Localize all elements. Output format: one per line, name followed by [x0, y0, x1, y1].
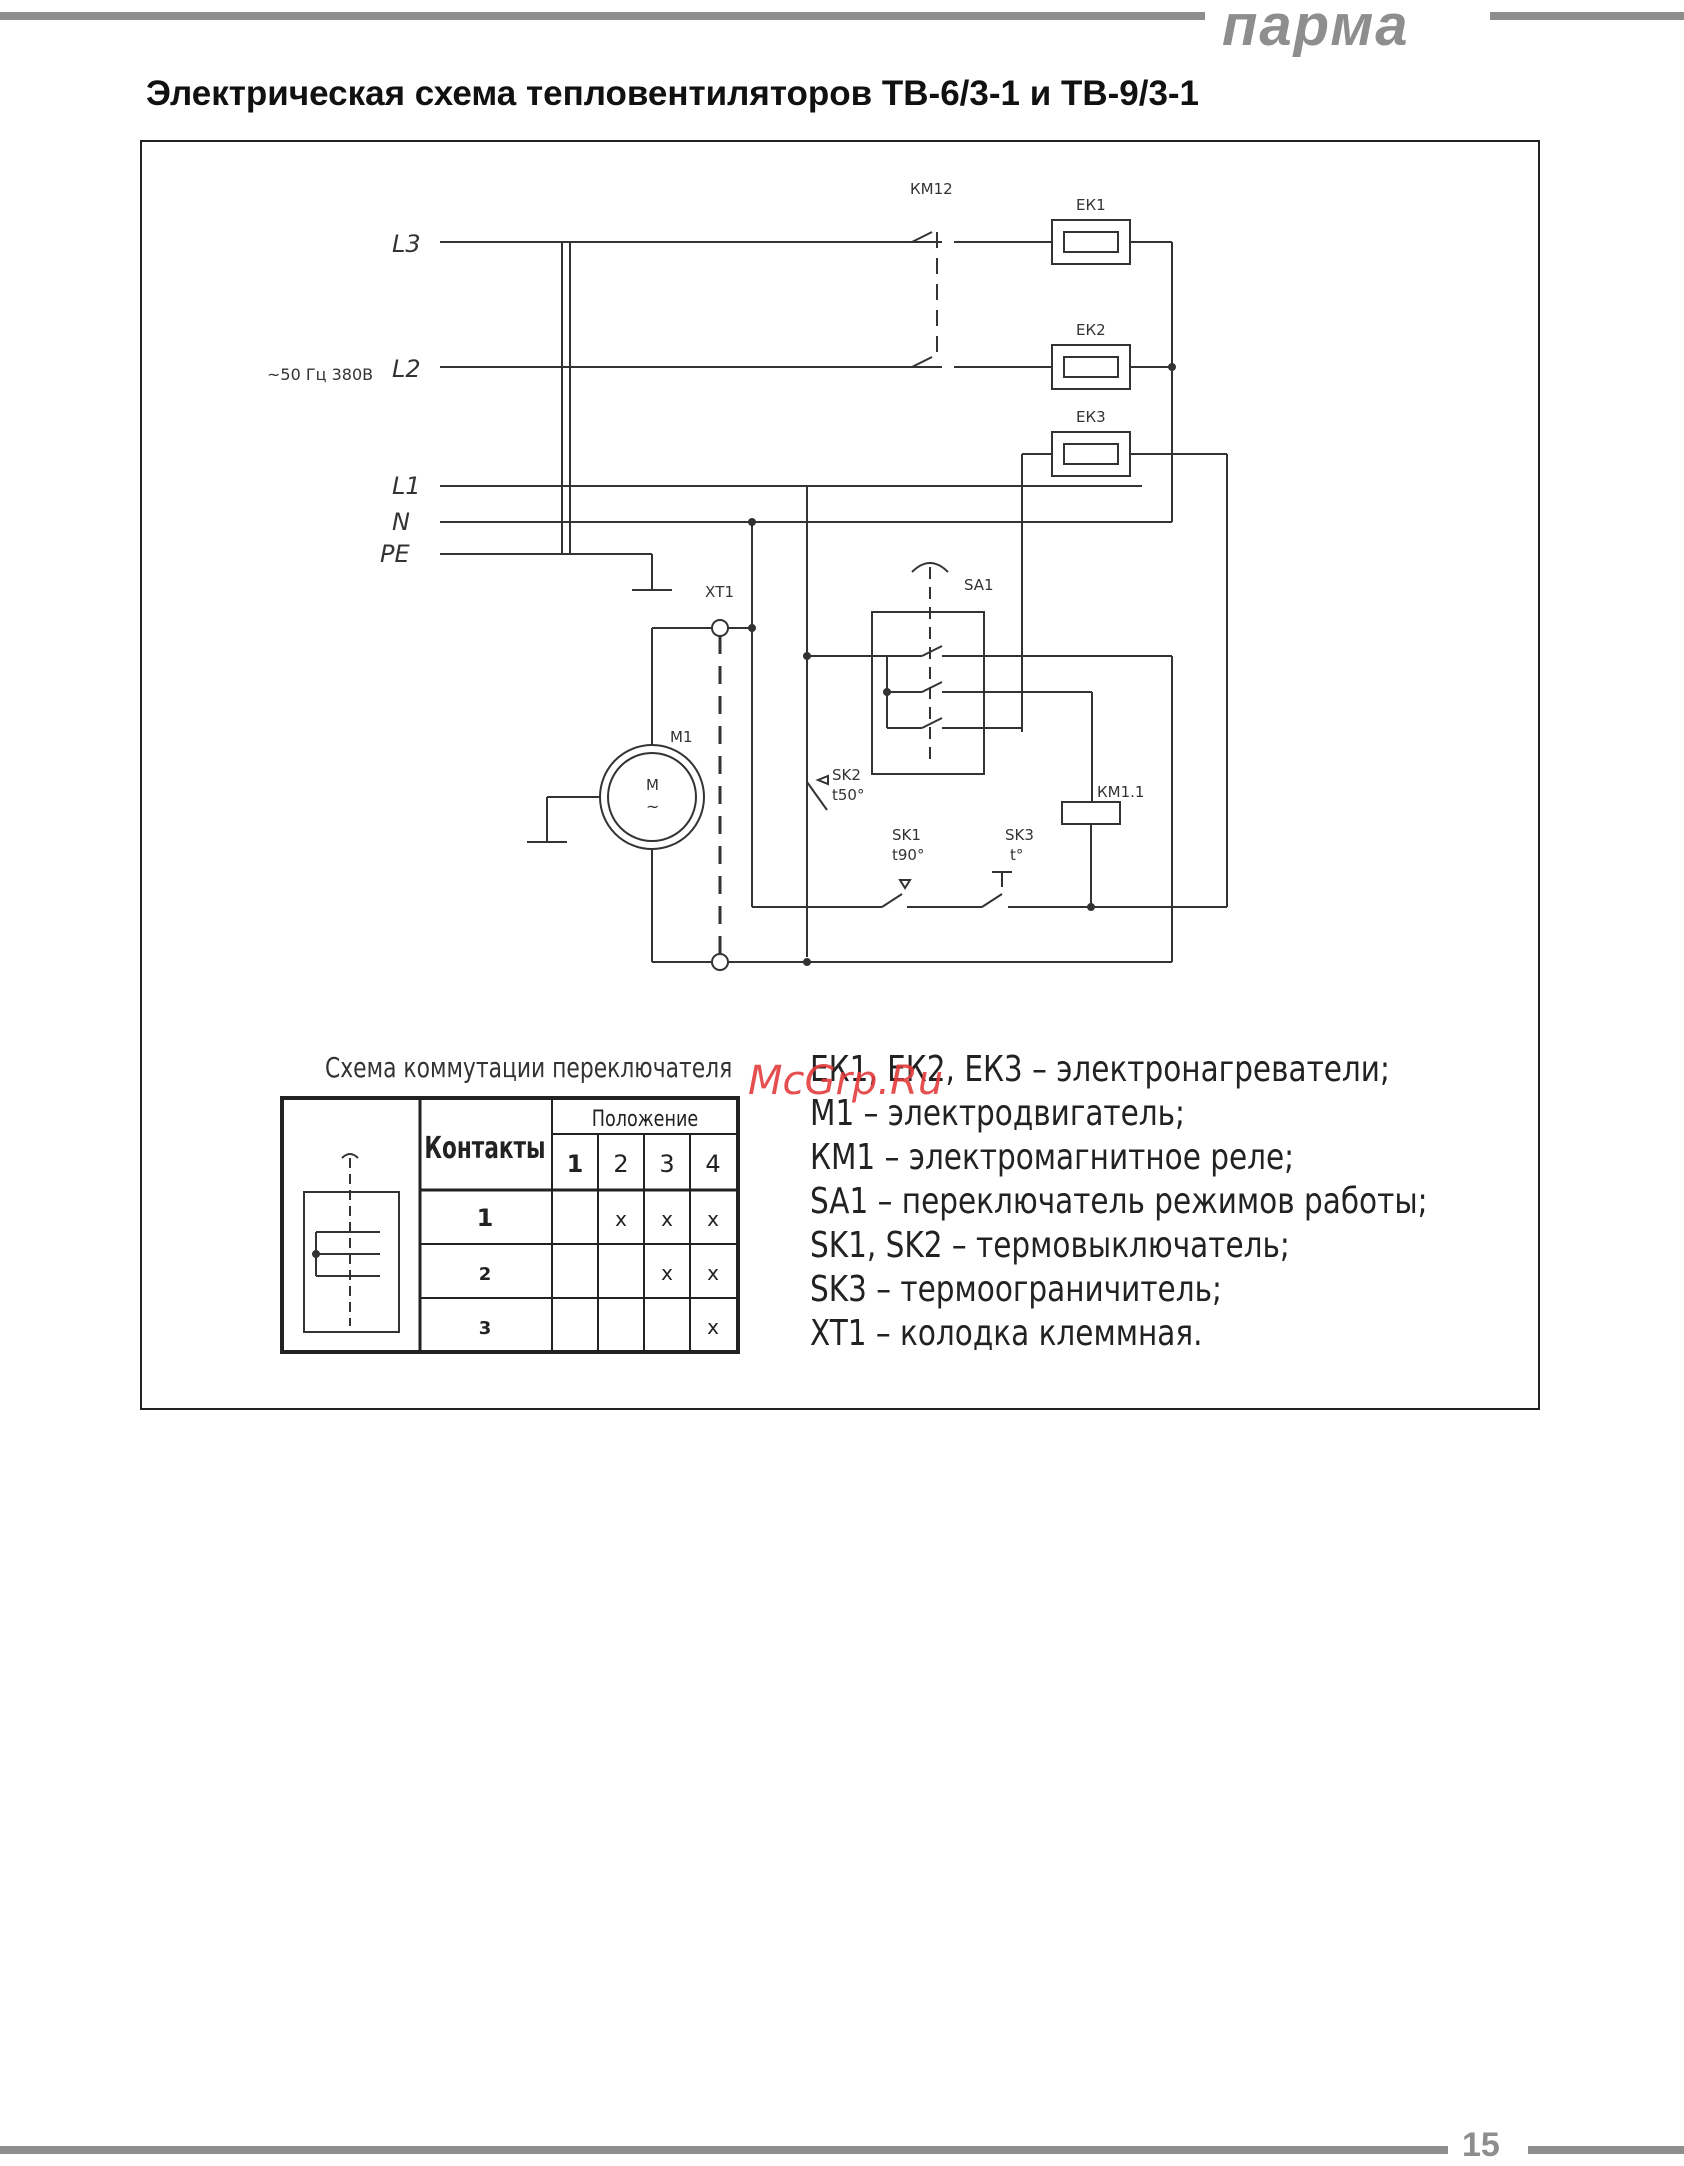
ek2-label: ЕК2	[1076, 321, 1106, 339]
line-pe-label: PE	[380, 540, 410, 568]
mark-r1-p2: x	[615, 1207, 627, 1231]
mark-r2-p3: x	[661, 1261, 673, 1285]
position-4: 4	[705, 1150, 720, 1178]
header-rule-left	[0, 12, 1205, 20]
page-number: 15	[1462, 2126, 1500, 2164]
position-3: 3	[659, 1150, 674, 1178]
xt1-label: ХТ1	[705, 583, 734, 601]
sk3-temp-label: t°	[1010, 846, 1023, 864]
page-title: Электрическая схема тепловентиляторов ТВ…	[146, 74, 1200, 113]
mark-r1-p4: x	[707, 1207, 719, 1231]
sk2-label: SK2	[832, 766, 861, 784]
ek1-label: ЕК1	[1076, 196, 1106, 214]
contact-row-3: 3	[479, 1318, 492, 1339]
line-n-label: N	[392, 508, 410, 536]
legend-item: SA1 – переключатель режимов работы;	[810, 1181, 1428, 1222]
km12-label: КМ12	[910, 180, 953, 198]
supply-label: ~50 Гц 380В	[267, 365, 373, 384]
sk1-label: SK1	[892, 826, 921, 844]
contact-row-1: 1	[477, 1204, 494, 1232]
sk3-label: SK3	[1005, 826, 1034, 844]
position-1: 1	[567, 1150, 584, 1178]
line-l3-label: L3	[392, 230, 421, 258]
legend-item: SK1, SK2 – термовыключатель;	[810, 1225, 1290, 1266]
m1-label: М1	[670, 728, 693, 746]
brand-logo: парма	[1222, 0, 1410, 58]
mark-r2-p4: x	[707, 1261, 719, 1285]
footer-rule-left	[0, 2146, 1448, 2154]
sk1-temp-label: t90°	[892, 846, 924, 864]
mark-r1-p3: x	[661, 1207, 673, 1231]
position-2: 2	[613, 1150, 628, 1178]
watermark: McGrp.Ru	[748, 1058, 944, 1104]
legend-item: КМ1 – электромагнитное реле;	[810, 1137, 1295, 1178]
switch-table: Контакты Положение 1 2 3 4 1 x x x 2 x x…	[280, 1096, 740, 1354]
switch-table-title: Схема коммутации переключателя	[325, 1051, 733, 1084]
circuit-diagram: L3 L2 L1 N PE ~50 Гц 380В КМ12 ЕК1 ЕК2 Е…	[267, 180, 1228, 971]
col-position-header: Положение	[592, 1106, 698, 1131]
footer-rule-right	[1528, 2146, 1684, 2154]
ek3-label: ЕК3	[1076, 408, 1106, 426]
sk2-temp-label: t50°	[832, 786, 864, 804]
motor-tilde-label: ~	[646, 797, 659, 816]
col-contacts-header: Контакты	[424, 1132, 545, 1166]
line-l1-label: L1	[392, 472, 421, 500]
legend-item: SK3 – термоограничитель;	[810, 1269, 1222, 1310]
diagram-frame: L3 L2 L1 N PE ~50 Гц 380В КМ12 ЕК1 ЕК2 Е…	[140, 140, 1540, 1410]
line-l2-label: L2	[392, 355, 421, 383]
legend-item: М1 – электродвигатель;	[810, 1093, 1185, 1134]
header-rule-right	[1490, 12, 1684, 20]
km11-label: КМ1.1	[1097, 783, 1144, 801]
component-legend: ЕК1, ЕК2, ЕК3 – электронагреватели; М1 –…	[810, 1048, 1428, 1356]
motor-m-label: М	[646, 776, 659, 794]
legend-item: XT1 – колодка клеммная.	[810, 1313, 1203, 1354]
sa1-label: SA1	[964, 576, 994, 594]
contact-row-2: 2	[479, 1264, 492, 1285]
mark-r3-p4: x	[707, 1315, 719, 1339]
legend-item: ЕК1, ЕК2, ЕК3 – электронагреватели;	[810, 1049, 1390, 1090]
